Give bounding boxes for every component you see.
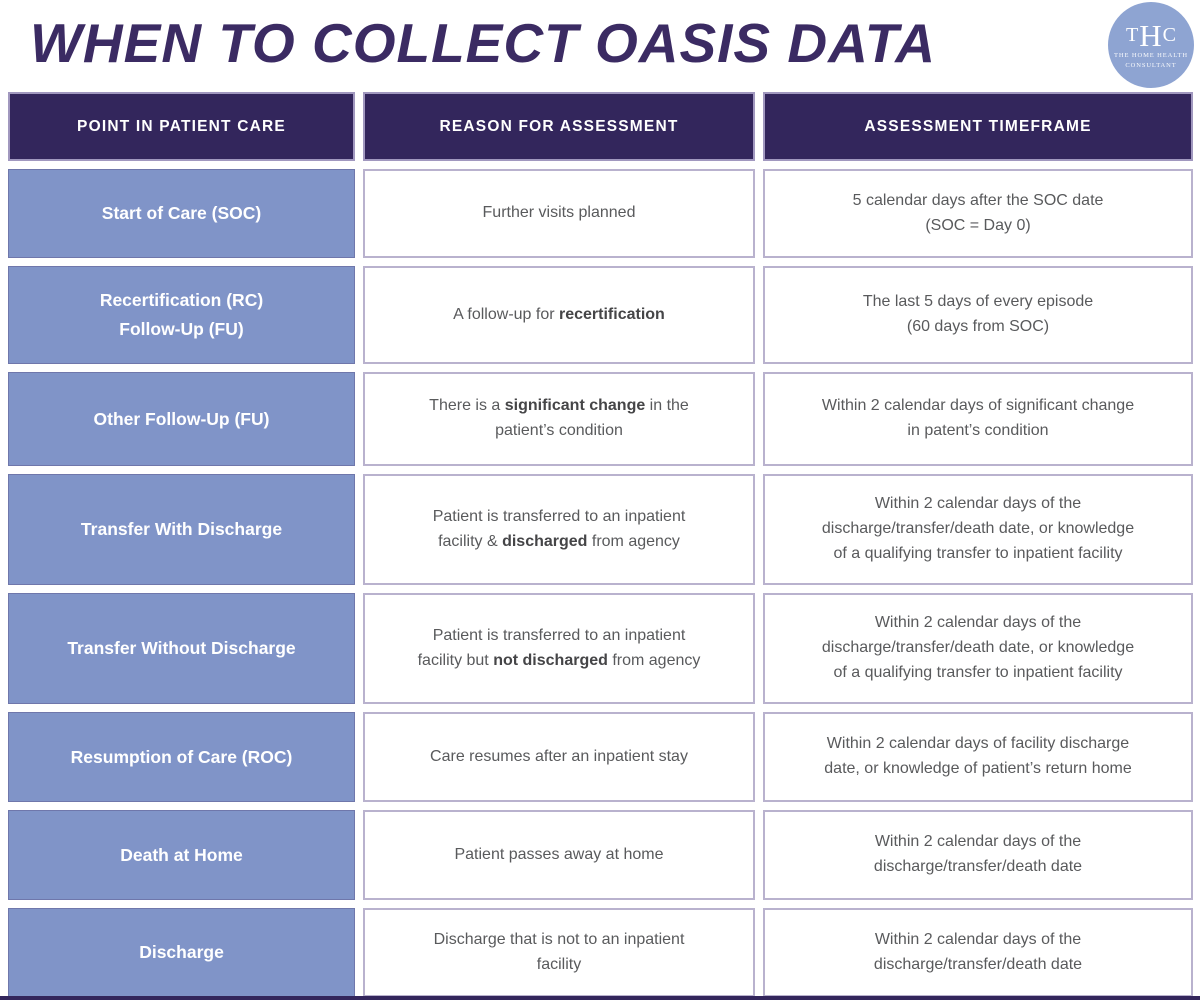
point-cell: Other Follow-Up (FU) <box>8 372 355 466</box>
timeframe-cell: Within 2 calendar days of facility disch… <box>763 712 1193 802</box>
point-cell: Transfer With Discharge <box>8 474 355 585</box>
logo-letter-c: C <box>1162 24 1176 47</box>
header-reason-for-assessment: REASON FOR ASSESSMENT <box>363 92 755 161</box>
timeframe-cell: 5 calendar days after the SOC date(SOC =… <box>763 169 1193 258</box>
bottom-accent-bar <box>0 996 1200 1000</box>
table-row: Recertification (RC)Follow-Up (FU) A fol… <box>8 266 1193 364</box>
table-row: Resumption of Care (ROC) Care resumes af… <box>8 712 1193 802</box>
reason-cell: Further visits planned <box>363 169 755 258</box>
logo-letter-h: H <box>1139 17 1162 53</box>
table-rows: Start of Care (SOC) Further visits plann… <box>8 169 1193 997</box>
point-cell: Discharge <box>8 908 355 997</box>
point-cell: Start of Care (SOC) <box>8 169 355 258</box>
point-cell: Recertification (RC)Follow-Up (FU) <box>8 266 355 364</box>
logo-letter-t: T <box>1126 24 1139 47</box>
point-cell: Resumption of Care (ROC) <box>8 712 355 802</box>
oasis-table: POINT IN PATIENT CARE REASON FOR ASSESSM… <box>0 92 1200 997</box>
table-row: Transfer With Discharge Patient is trans… <box>8 474 1193 585</box>
reason-cell: Patient passes away at home <box>363 810 755 900</box>
table-row: Transfer Without Discharge Patient is tr… <box>8 593 1193 704</box>
reason-cell: A follow-up for recertification <box>363 266 755 364</box>
table-row: Discharge Discharge that is not to an in… <box>8 908 1193 997</box>
page-title: WHEN TO COLLECT OASIS DATA <box>30 12 936 74</box>
logo-subtitle-line2: CONSULTANT <box>1125 61 1177 69</box>
timeframe-cell: The last 5 days of every episode(60 days… <box>763 266 1193 364</box>
timeframe-cell: Within 2 calendar days of significant ch… <box>763 372 1193 466</box>
point-cell: Transfer Without Discharge <box>8 593 355 704</box>
table-row: Start of Care (SOC) Further visits plann… <box>8 169 1193 258</box>
table-row: Death at Home Patient passes away at hom… <box>8 810 1193 900</box>
logo-subtitle-line1: THE HOME HEALTH <box>1114 51 1188 59</box>
header-point-in-patient-care: POINT IN PATIENT CARE <box>8 92 355 161</box>
reason-cell: Care resumes after an inpatient stay <box>363 712 755 802</box>
table-header-row: POINT IN PATIENT CARE REASON FOR ASSESSM… <box>8 92 1193 161</box>
point-cell: Death at Home <box>8 810 355 900</box>
table-row: Other Follow-Up (FU) There is a signific… <box>8 372 1193 466</box>
header-assessment-timeframe: ASSESSMENT TIMEFRAME <box>763 92 1193 161</box>
